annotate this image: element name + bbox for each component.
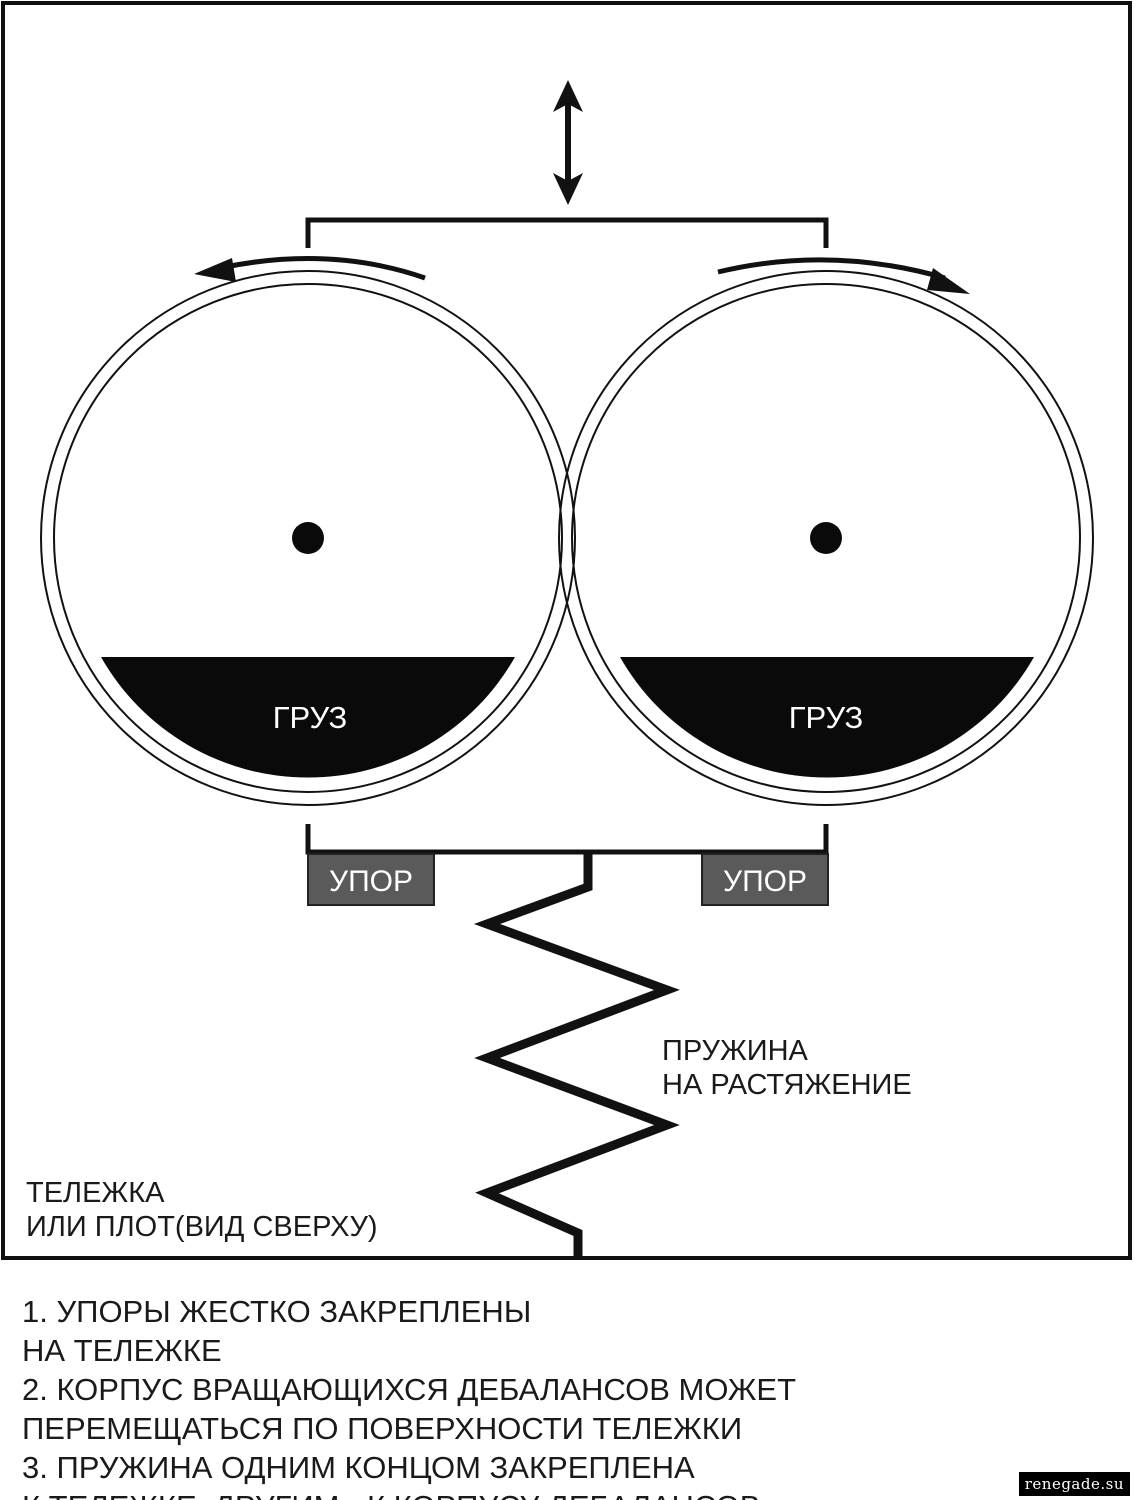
stop-left-label: УПОР bbox=[329, 865, 413, 898]
rotation-arrow-right bbox=[717, 257, 970, 294]
tension-spring bbox=[473, 852, 680, 1258]
weight-left bbox=[101, 657, 515, 778]
rotation-arrow-left bbox=[194, 256, 426, 282]
note-line: К ТЕЛЕЖКЕ, ДРУГИМ - К КОРПУСУ ДЕБАЛАНСОВ bbox=[22, 1487, 796, 1500]
axle-left bbox=[292, 522, 324, 554]
housing-bottom-bracket bbox=[305, 824, 829, 855]
cart-label-line-2: ИЛИ ПЛОТ(ВИД СВЕРХУ) bbox=[26, 1211, 378, 1243]
eccentric-wheel-left: ГРУЗ bbox=[40, 270, 576, 806]
weight-right-label: ГРУЗ bbox=[789, 700, 864, 735]
cart-frame bbox=[1, 1, 1132, 1260]
notes-block: 1. УПОРЫ ЖЕСТКО ЗАКРЕПЛЕНЫ НА ТЕЛЕЖКЕ 2.… bbox=[22, 1292, 796, 1500]
note-line: НА ТЕЛЕЖКЕ bbox=[22, 1333, 222, 1368]
spring-label: ПРУЖИНА НА РАСТЯЖЕНИЕ bbox=[662, 1035, 912, 1101]
spring-label-line-2: НА РАСТЯЖЕНИЕ bbox=[662, 1069, 912, 1101]
cart-label: ТЕЛЕЖКА ИЛИ ПЛОТ(ВИД СВЕРХУ) bbox=[26, 1177, 378, 1243]
spring-label-line-1: ПРУЖИНА bbox=[662, 1035, 809, 1067]
housing-top-bracket bbox=[305, 217, 829, 248]
vertical-double-arrow bbox=[553, 80, 583, 205]
cart-label-line-1: ТЕЛЕЖКА bbox=[26, 1177, 165, 1209]
stop-left: УПОР bbox=[307, 853, 435, 906]
note-line: ПЕРЕМЕЩАТЬСЯ ПО ПОВЕРХНОСТИ ТЕЛЕЖКИ bbox=[22, 1411, 743, 1446]
weight-right bbox=[620, 657, 1034, 778]
stop-right-label: УПОР bbox=[723, 865, 807, 898]
note-line: 2. КОРПУС ВРАЩАЮЩИХСЯ ДЕБАЛАНСОВ МОЖЕТ bbox=[22, 1372, 797, 1407]
watermark: renegade.su bbox=[1018, 1472, 1130, 1496]
axle-right bbox=[810, 522, 842, 554]
eccentric-wheel-right: ГРУЗ bbox=[558, 270, 1094, 806]
mechanism-diagram: ГРУЗ ГРУЗ УПОР УПОР ПРУЖИНА НА РАСТЯЖЕНИ… bbox=[1, 1, 1132, 1260]
weight-left-label: ГРУЗ bbox=[273, 700, 348, 735]
note-line: 1. УПОРЫ ЖЕСТКО ЗАКРЕПЛЕНЫ bbox=[22, 1294, 532, 1329]
note-line: 3. ПРУЖИНА ОДНИМ КОНЦОМ ЗАКРЕПЛЕНА bbox=[22, 1450, 695, 1485]
stop-right: УПОР bbox=[701, 853, 829, 906]
